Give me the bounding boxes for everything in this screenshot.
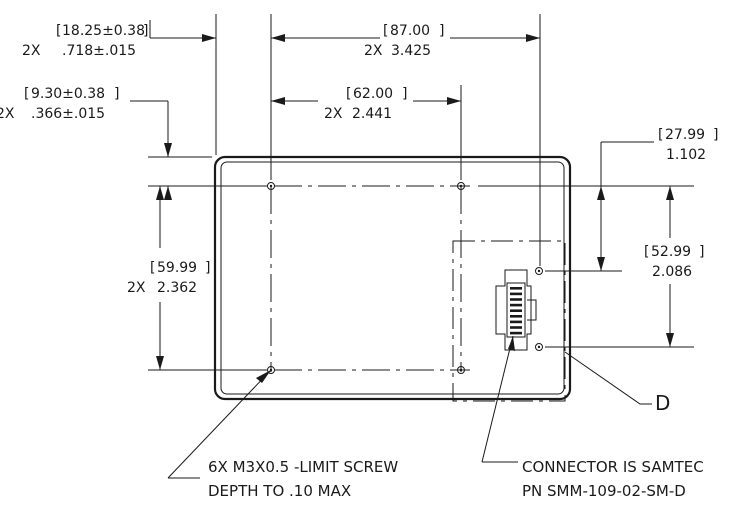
dim-9-30-imperial: .366±.015 — [31, 106, 105, 122]
dim-59-99-imperial: 2.362 — [157, 280, 197, 296]
mounting-hole-bottom-mid — [457, 366, 465, 374]
connector-pin — [510, 287, 522, 290]
dim-62-00-metric: 62.00 — [353, 86, 393, 102]
connector-pin — [510, 331, 522, 335]
connector-samtec — [495, 269, 537, 351]
svg-text:]: ] — [143, 23, 148, 39]
svg-text:[: [ — [24, 86, 29, 102]
dim-18-25-qty: 2X — [22, 43, 41, 59]
svg-text:]: ] — [699, 244, 704, 260]
svg-text:]: ] — [205, 260, 210, 276]
dim-18-25-imperial: .718±.015 — [62, 43, 136, 59]
dim-18-25: [ 18.25±0.38 ] 2X .718±.015 — [22, 14, 298, 180]
connector-pin — [510, 320, 522, 324]
dim-62-00-qty: 2X — [324, 106, 343, 122]
connector-pin — [510, 326, 522, 329]
dim-52-99: [ 52.99 ] 2.086 — [545, 186, 704, 348]
dim-87-00-imperial: 3.425 — [391, 43, 431, 59]
screw-note-leader — [167, 369, 272, 479]
connector-pin — [510, 315, 522, 318]
dim-27-99-imperial: 1.102 — [666, 147, 706, 163]
connector-pin — [510, 303, 522, 307]
svg-text:[: [ — [658, 127, 663, 143]
connector-note-line1: CONNECTOR IS SAMTEC — [522, 458, 704, 476]
svg-text:]: ] — [402, 86, 407, 102]
connector-note-line2: PN SMM-109-02-SM-D — [522, 482, 686, 500]
dim-52-99-imperial: 2.086 — [652, 264, 692, 280]
mounting-hole-connector-top — [535, 267, 543, 275]
dim-59-99-metric: 59.99 — [157, 260, 197, 276]
dim-27-99-metric: 27.99 — [665, 127, 705, 143]
svg-text:[: [ — [150, 260, 155, 276]
dim-62-00: [ 62.00 ] 2X 2.441 — [271, 85, 462, 180]
mounting-hole-connector-bottom — [535, 343, 543, 351]
dim-87-00-metric: 87.00 — [390, 23, 430, 39]
svg-text:]: ] — [114, 86, 119, 102]
svg-text:]: ] — [713, 127, 718, 143]
svg-text:[: [ — [383, 23, 388, 39]
dim-18-25-metric-value: 18.25±0.38 — [62, 23, 145, 39]
screw-note-line1: 6X M3X0.5 -LIMIT SCREW — [208, 458, 398, 476]
connector-pin — [510, 292, 522, 296]
board-outline-outer — [213, 155, 572, 401]
detail-region-d — [452, 240, 566, 402]
dim-27-99: [ 27.99 ] 1.102 — [478, 127, 718, 272]
dim-87-00-qty: 2X — [364, 43, 383, 59]
dim-59-99-qty: 2X — [127, 280, 146, 296]
svg-text:[: [ — [346, 86, 351, 102]
dim-9-30-metric: 9.30±0.38 — [31, 86, 105, 102]
board-outline-inner — [220, 161, 565, 395]
dim-87-00: [ 87.00 ] 2X 3.425 — [271, 14, 541, 266]
connector-pin — [510, 309, 522, 312]
mounting-hole-top-left — [267, 182, 275, 190]
dim-18-25-metric: [ — [56, 23, 61, 39]
dim-62-00-imperial: 2.441 — [352, 106, 392, 122]
mounting-hole-top-mid — [457, 182, 465, 190]
connector-note-leader — [481, 335, 518, 463]
dim-9-30-qty: 2X — [0, 106, 15, 122]
detail-label-d: D — [655, 391, 670, 415]
dim-52-99-metric: 52.99 — [651, 244, 691, 260]
detail-d-callout: D — [564, 351, 670, 415]
svg-text:[: [ — [644, 244, 649, 260]
screw-note-line2: DEPTH TO .10 MAX — [208, 482, 351, 500]
svg-text:]: ] — [439, 23, 444, 39]
dim-9-30: [ 9.30±0.38 ] 2X .366±.015 — [0, 86, 265, 200]
dim-59-99: [ 59.99 ] 2X 2.362 — [127, 186, 265, 371]
connector-pin — [510, 298, 522, 301]
